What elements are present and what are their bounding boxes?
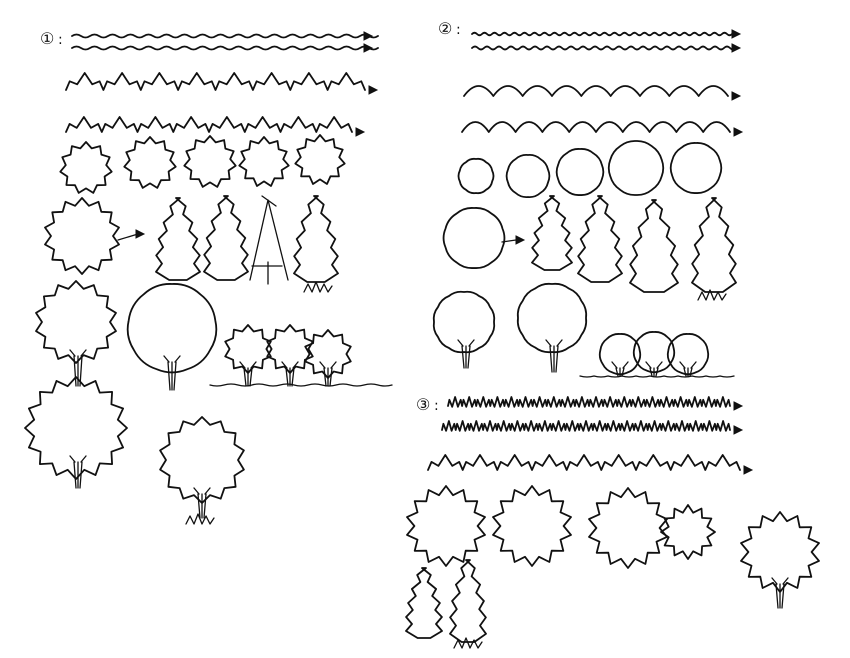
- spiky-hedge-3a: [447, 396, 731, 408]
- arrow-head-icon: [135, 229, 146, 239]
- ground-lines-group: [185, 281, 735, 649]
- section-2-colon: :: [456, 22, 461, 38]
- arrow-head-icon: [733, 127, 744, 137]
- arrow-head-icon: [733, 401, 744, 411]
- grass-tuft-2a: [697, 289, 727, 301]
- section-2-number: ②: [438, 19, 452, 38]
- ground-line-2: [579, 375, 735, 378]
- conifer-2a: [531, 195, 573, 271]
- broadleaf-tree-1b-crown: [126, 283, 218, 374]
- scalloped-shrub-2-5: [669, 142, 723, 194]
- section-3-number: ③: [416, 395, 430, 414]
- broadleaf-tree-2b-trunk: [545, 339, 563, 373]
- arrow-head-icon: [355, 127, 366, 137]
- broadleaf-tree-3a-crown: [740, 511, 820, 593]
- shrub-row-2-trunk-2: [645, 361, 663, 377]
- conifer-3a: [405, 567, 443, 639]
- ground-line-1: [209, 383, 393, 387]
- spiky-shrub-3d: [660, 504, 716, 560]
- conifer-2d: [691, 197, 737, 293]
- hedge-lines-group: [65, 29, 754, 475]
- round-shrub-1-large: [44, 197, 120, 275]
- conifer-1c: [293, 195, 339, 283]
- arrow-head-icon: [363, 31, 374, 41]
- scalloped-shrub-2-2: [505, 154, 551, 198]
- spiky-hedge-3b: [441, 420, 731, 432]
- scalloped-shrub-2-4: [607, 140, 665, 196]
- shrub-row-1-trunk-2: [281, 361, 299, 387]
- grass-tuft-1a: [303, 281, 333, 293]
- broadleaf-tree-3a-trunk: [771, 577, 789, 609]
- section-1-colon: :: [58, 32, 63, 48]
- scalloped-hedge-2a: [463, 85, 729, 97]
- section-1-number: ①: [40, 29, 54, 48]
- conifer-1a: [155, 197, 201, 281]
- hedge-line-2b: [471, 45, 737, 51]
- shrub-sketches-group: [24, 134, 820, 593]
- spiky-shrub-1-3: [183, 135, 237, 188]
- tent-frame-sketch: [249, 195, 289, 285]
- scalloped-shrub-2-1: [457, 157, 495, 195]
- conifer-2b: [577, 195, 623, 283]
- shrub-row-1-trunk-3: [319, 361, 337, 387]
- scalloped-hedge-2b: [461, 121, 731, 133]
- tree-sketches-group: [69, 195, 789, 643]
- spiky-shrub-1-1: [59, 141, 113, 194]
- round-shrub-2-large: [442, 207, 506, 269]
- shrub-row-2-trunk-3: [679, 361, 697, 377]
- spiky-hedge-3c: [427, 454, 741, 471]
- section-1-label: ① :: [40, 29, 63, 48]
- broadleaf-tree-1c-crown: [24, 376, 128, 480]
- broadleaf-tree-1c-trunk: [69, 455, 87, 489]
- scalloped-shrub-2-3: [555, 148, 605, 196]
- grass-tuft-1b: [185, 513, 215, 525]
- conifer-2c: [629, 199, 679, 293]
- spiky-shrub-1-2: [123, 136, 177, 189]
- broadleaf-tree-1a-trunk: [69, 349, 87, 387]
- arrow-head-icon: [731, 29, 742, 39]
- arrow-head-icon: [731, 91, 742, 101]
- spiky-shrub-3c: [588, 487, 668, 569]
- arrow-head-icon: [515, 235, 526, 245]
- grass-tuft-3a: [453, 637, 483, 649]
- shrub-row-2-trunk-1: [611, 361, 629, 377]
- conifer-1b: [203, 195, 249, 281]
- broadleaf-tree-2b-crown: [516, 282, 588, 354]
- spiky-shrub-1-4: [238, 136, 290, 187]
- arrow-head-icon: [731, 43, 742, 53]
- hedge-line-2a: [471, 31, 733, 37]
- broadleaf-tree-1d-crown: [159, 416, 245, 504]
- broadleaf-tree-1b-trunk: [163, 355, 181, 391]
- shrub-row-1-1: [224, 324, 272, 374]
- arrow-head-icon: [368, 85, 379, 95]
- shrub-row-1-trunk-1: [239, 361, 257, 387]
- conifer-3b: [449, 559, 487, 643]
- spiky-hedge-1b: [65, 116, 353, 133]
- section-3-colon: :: [434, 398, 439, 414]
- section-3-label: ③ :: [416, 395, 439, 414]
- broadleaf-tree-2a-trunk: [457, 339, 475, 369]
- spiky-shrub-1-5: [294, 134, 346, 185]
- spiky-hedge-1a: [65, 72, 366, 91]
- hedge-line-1b: [71, 45, 379, 51]
- arrow-head-icon: [733, 425, 744, 435]
- broadleaf-tree-2a-crown: [432, 290, 496, 354]
- growth-arrow-line: [117, 233, 139, 241]
- spiky-shrub-3b: [492, 485, 572, 567]
- arrow-head-icon: [743, 465, 754, 475]
- section-2-label: ② :: [438, 19, 461, 38]
- broadleaf-tree-1a-crown: [35, 280, 117, 364]
- broadleaf-tree-1d-trunk: [193, 487, 211, 519]
- arrow-head-icon: [363, 43, 374, 53]
- spiky-shrub-3a: [406, 485, 486, 567]
- hedge-line-1a: [71, 33, 379, 39]
